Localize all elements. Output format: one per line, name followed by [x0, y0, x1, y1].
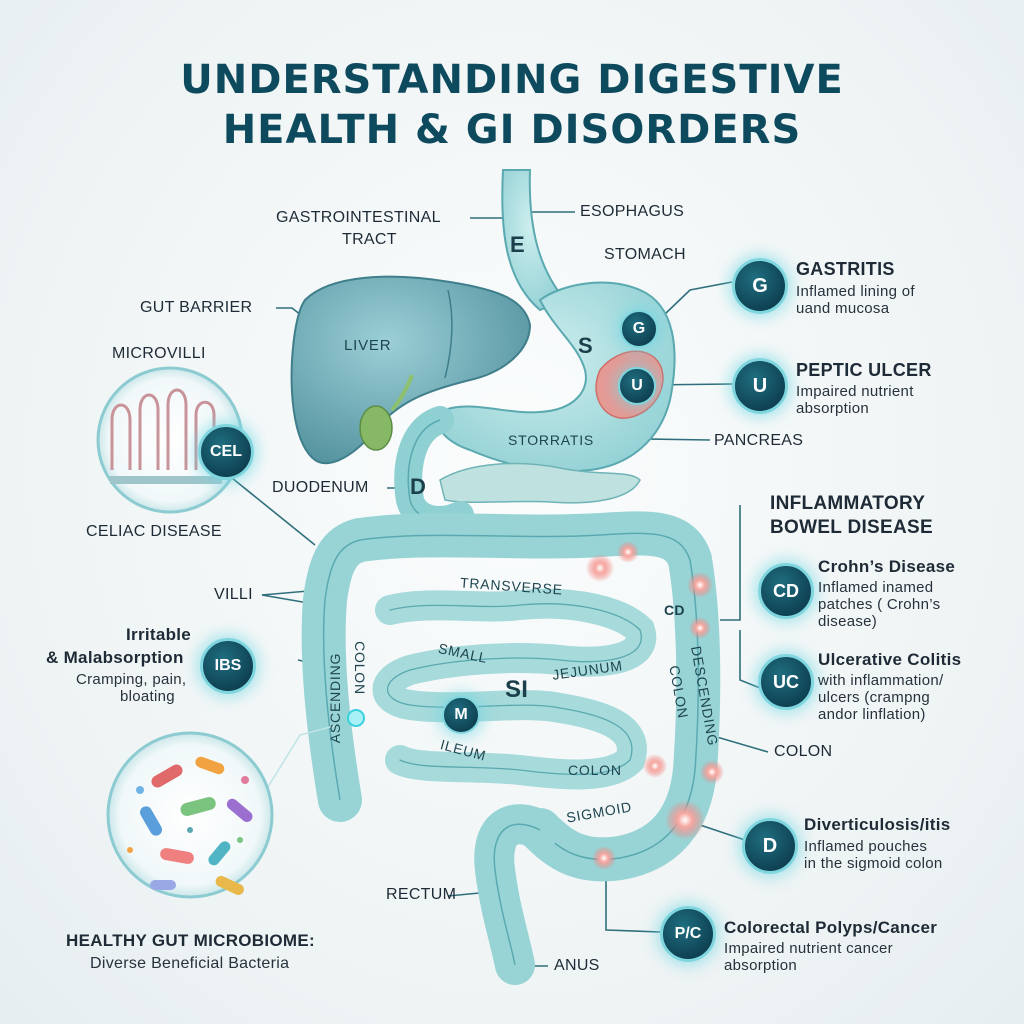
gi-tract-label-2: TRACT	[342, 231, 397, 248]
duodenum-letter: D	[410, 474, 427, 499]
celiac-badge: CEL	[198, 424, 254, 480]
ibs-desc-1: Cramping, pain,	[76, 671, 187, 688]
peptic-ulcer-badge: U	[732, 358, 788, 414]
peptic-ulcer-desc-2: absorption	[796, 400, 870, 417]
microvilli-label: MICROVILLI	[112, 345, 206, 362]
liver-shape	[290, 275, 532, 465]
ibd-title-1: INFLAMMATORY	[770, 493, 926, 514]
ibs-name-2: & Malabsorption	[46, 648, 184, 667]
ibs-badge: IBS	[200, 638, 256, 694]
colorectal-desc-2: absorption	[724, 957, 798, 974]
gastritis-desc-1: Inflamed lining of	[796, 283, 915, 300]
colon-label: COLON	[774, 743, 833, 760]
ibs-desc-2: bloating	[120, 688, 175, 705]
uc-desc-3: andor linflation)	[818, 706, 926, 723]
anus-label: ANUS	[554, 957, 600, 974]
title-line-1: UNDERSTANDING DIGESTIVE	[180, 57, 844, 103]
glow-dot	[347, 709, 365, 727]
pancreas-shape	[439, 462, 641, 504]
gastritis-badge: G	[732, 258, 788, 314]
stomach-g-badge: G	[620, 310, 658, 348]
small-intestine-shape	[372, 588, 657, 790]
colorectal-desc-1: Impaired nutrient cancer	[724, 940, 893, 957]
storratis-label: STORRATIS	[508, 432, 595, 448]
crohns-desc-1: Inflamed inamed	[818, 579, 934, 596]
diverticulosis-desc-2: in the sigmoid colon	[804, 855, 943, 872]
colorectal-badge: P/C	[660, 906, 716, 962]
crohns-desc-3: disease)	[818, 613, 878, 630]
liver-label: LIVER	[344, 337, 392, 354]
celiac-label: CELIAC DISEASE	[86, 523, 222, 540]
crohns-desc-2: patches ( Crohn’s	[818, 596, 941, 613]
diverticulosis-badge: D	[742, 818, 798, 874]
crohns-badge: CD	[758, 563, 814, 619]
rectum-shape	[474, 804, 560, 985]
diverticulosis-desc-1: Inflamed pouches	[804, 838, 928, 855]
diverticulosis-name: Diverticulosis/itis	[804, 815, 951, 834]
stomach-letter: S	[578, 333, 593, 358]
villi-label: VILLI	[214, 586, 253, 603]
gastritis-desc-2: uand mucosa	[796, 300, 890, 317]
peptic-ulcer-desc-1: Impaired nutrient	[796, 383, 914, 400]
ascending-label: ASCENDING	[327, 652, 344, 744]
stomach-label: STOMACH	[604, 246, 686, 263]
esophagus-letter: E	[510, 232, 525, 257]
microbiome-circle	[106, 724, 339, 899]
crohns-letter: CD	[664, 602, 685, 618]
title-line-2: HEALTH & GI DISORDERS	[222, 107, 802, 153]
rectum-label: RECTUM	[386, 886, 457, 903]
pancreas-label: PANCREAS	[714, 432, 804, 449]
microvilli-circle	[96, 366, 244, 514]
gastritis-name: GASTRITIS	[796, 259, 895, 279]
crohns-name: Crohn’s Disease	[818, 557, 956, 576]
uc-desc-1: with inflammation/	[818, 672, 944, 689]
microbiome-desc: Diverse Beneficial Bacteria	[90, 955, 290, 972]
inflamed-spots	[586, 541, 724, 870]
duodenum-label: DUODENUM	[272, 479, 369, 496]
gallbladder-shape	[359, 405, 393, 451]
ibs-name-1: Irritable	[126, 625, 192, 644]
ulcerative-colitis-badge: UC	[758, 654, 814, 710]
esophagus-label: ESOPHAGUS	[580, 203, 685, 220]
stomach-shape	[437, 281, 676, 473]
gi-tract-label-1: GASTROINTESTINAL	[276, 209, 441, 226]
colorectal-name: Colorectal Polyps/Cancer	[724, 918, 938, 937]
microbiome-title: HEALTHY GUT MICROBIOME:	[66, 931, 315, 950]
small-intestine-letter: SI	[505, 676, 529, 703]
peptic-ulcer-name: PEPTIC ULCER	[796, 360, 932, 380]
ibd-title-2: BOWEL DISEASE	[770, 517, 933, 538]
colon-left-label: COLON	[351, 641, 368, 695]
colon-mid-label: COLON	[568, 762, 622, 778]
gut-barrier-label: GUT BARRIER	[140, 299, 253, 316]
uc-name: Ulcerative Colitis	[818, 650, 962, 669]
uc-desc-2: ulcers (crampng	[818, 689, 931, 706]
small-intestine-m-badge: M	[442, 696, 480, 734]
stomach-u-badge: U	[618, 367, 656, 405]
